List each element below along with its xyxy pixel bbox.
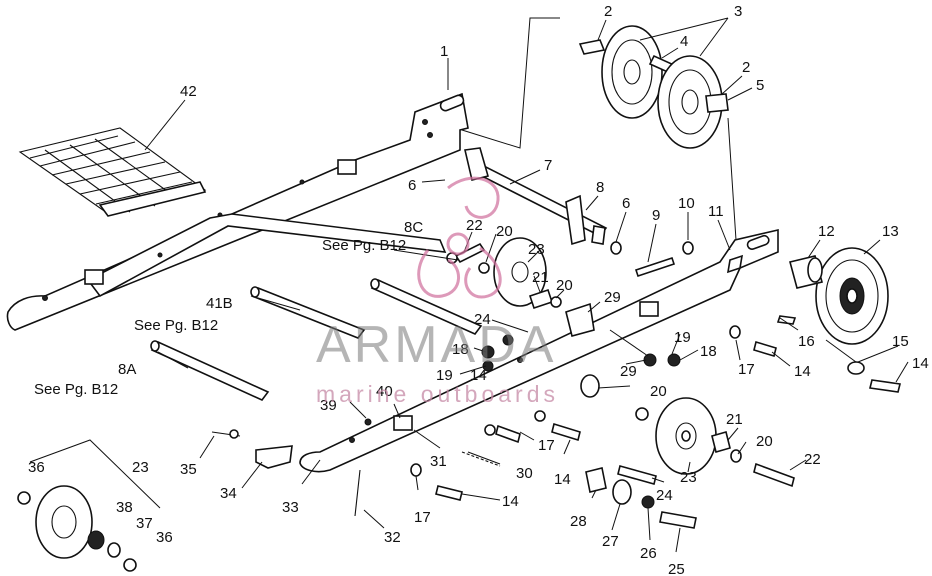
callout-7: 7 [544, 157, 552, 174]
callout-9: 9 [652, 207, 660, 224]
callout-20-a: 20 [496, 223, 513, 240]
callout-24-a: 24 [474, 311, 491, 328]
callout-16: 16 [798, 333, 815, 350]
watermark-logo-icon [417, 176, 502, 299]
part-7-shaft [464, 147, 608, 238]
callout-23-b: 23 [680, 469, 697, 486]
callout-29-b: 29 [620, 363, 637, 380]
callout-23-a: 23 [528, 241, 545, 258]
callout-18-left: 18 [452, 341, 469, 358]
part-12-bushing [789, 255, 823, 289]
callout-21-a: 21 [532, 269, 549, 286]
callout-17-b: 17 [538, 437, 555, 454]
callout-2-right: 2 [742, 59, 750, 76]
callout-40: 40 [376, 383, 393, 400]
callout-14-c: 14 [502, 493, 519, 510]
part-23-wheel-low [655, 397, 717, 475]
callout-15: 15 [892, 333, 909, 350]
callout-labels: 1 2 2 3 4 5 6 6 7 8 8C 8A 9 10 11 12 13 … [28, 3, 929, 576]
callout-30: 30 [516, 465, 533, 482]
callout-21-b: 21 [726, 411, 743, 428]
callout-39: 39 [320, 397, 337, 414]
callout-22-a: 22 [466, 217, 483, 234]
part-8a-shaft [150, 340, 270, 401]
callout-5: 5 [756, 77, 764, 94]
callout-38: 38 [116, 499, 133, 516]
callout-17-c: 17 [414, 509, 431, 526]
callout-18-right: 18 [700, 343, 717, 360]
callout-36-b: 36 [156, 529, 173, 546]
callout-14-a: 14 [794, 363, 811, 380]
part-8c-shaft [370, 278, 483, 335]
callout-1: 1 [440, 43, 448, 60]
callout-36-a: 36 [28, 459, 45, 476]
callout-37: 37 [136, 515, 153, 532]
reference-8c: See Pg. B12 [322, 237, 406, 254]
callout-20-c: 20 [650, 383, 667, 400]
part-rail-middle [84, 213, 447, 298]
callout-41b: 41B [206, 295, 233, 312]
callout-34: 34 [220, 485, 237, 502]
callout-2-top: 2 [604, 3, 612, 20]
callout-29-a: 29 [604, 289, 621, 306]
callout-8a: 8A [118, 361, 136, 378]
callout-27: 27 [602, 533, 619, 550]
callout-19-left: 19 [436, 367, 453, 384]
callout-20-b: 20 [556, 277, 573, 294]
callout-4: 4 [680, 33, 688, 50]
callout-14-d: 14 [554, 471, 571, 488]
callout-14-b: 14 [912, 355, 929, 372]
watermark-brand: ARMADA [316, 316, 556, 374]
callout-24-b: 24 [656, 487, 673, 504]
callout-17-a: 17 [738, 361, 755, 378]
part-42-skid-frame [18, 127, 207, 217]
callout-12: 12 [818, 223, 835, 240]
callout-22-b: 22 [804, 451, 821, 468]
callout-35: 35 [180, 461, 197, 478]
callout-10: 10 [678, 195, 695, 212]
callout-20-d: 20 [756, 433, 773, 450]
callout-8c: 8C [404, 219, 423, 236]
page-references: See Pg. B12 See Pg. B12 See Pg. B12 [34, 237, 406, 398]
callout-23-c: 23 [132, 459, 149, 476]
part-23-wheel-left [17, 485, 137, 572]
callout-25: 25 [668, 561, 685, 576]
callout-33: 33 [282, 499, 299, 516]
part-rail-lower [299, 228, 779, 473]
reference-8a: See Pg. B12 [34, 381, 118, 398]
part-41b-shaft [250, 286, 366, 339]
callout-32: 32 [384, 529, 401, 546]
callout-3: 3 [734, 3, 742, 20]
small-hardware [211, 194, 901, 529]
callout-31: 31 [430, 453, 447, 470]
reference-41b: See Pg. B12 [134, 317, 218, 334]
part-23-wheel-mid [493, 237, 547, 307]
callout-13: 13 [882, 223, 899, 240]
callout-6-left: 6 [408, 177, 416, 194]
leader-23-group [29, 439, 161, 509]
watermark-tagline: marine outboards [316, 381, 559, 407]
leader-lines [157, 17, 909, 553]
watermark: ARMADA marine outboards [316, 176, 559, 407]
callout-11: 11 [708, 203, 724, 220]
part-13-wheel [815, 247, 889, 345]
callout-42: 42 [180, 83, 197, 100]
callout-6-right: 6 [622, 195, 630, 212]
callout-8: 8 [596, 179, 604, 196]
callout-14-e: 14 [470, 367, 487, 384]
callout-28: 28 [570, 513, 587, 530]
callout-19-right: 19 [674, 329, 691, 346]
callout-26: 26 [640, 545, 657, 562]
leader-42 [144, 99, 186, 151]
part-3-idler-wheels [578, 25, 729, 149]
